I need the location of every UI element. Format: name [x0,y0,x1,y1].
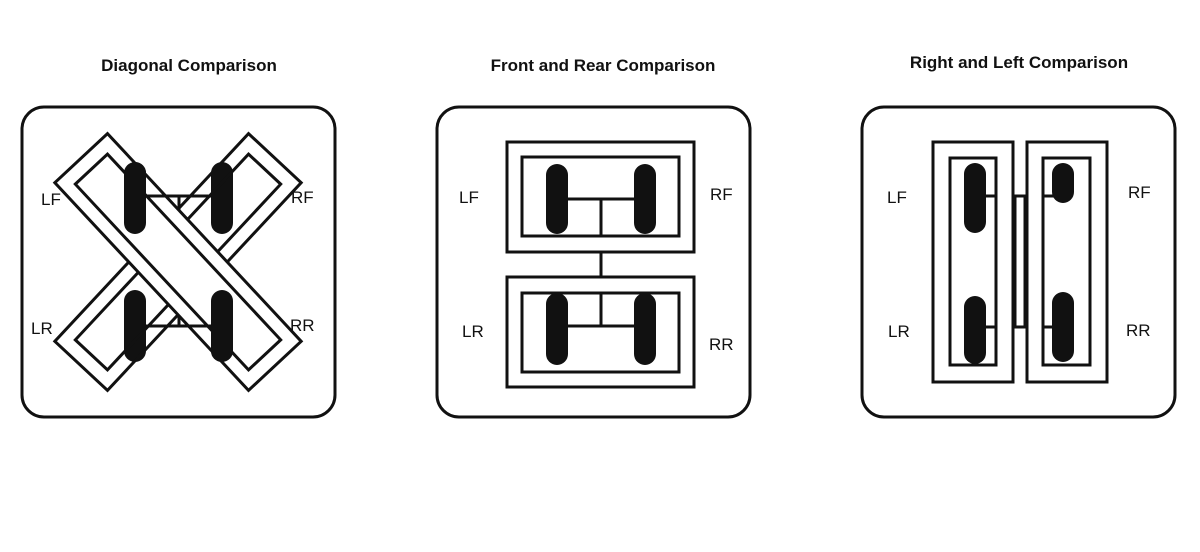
wheel-lf-icon [964,163,986,233]
right-left-panel: LF RF LR RR [860,105,1177,419]
wheel-rf-icon [211,162,233,234]
label-lf: LF [887,188,907,207]
wheel-lf-front-icon [124,162,146,234]
label-rr: RR [1126,321,1151,340]
right-circuit-outer [1025,140,1109,384]
diagonal-comparison-title: Diagonal Comparison [101,56,277,75]
label-rf: RF [1128,183,1151,202]
wheel-lf-icon [546,164,568,234]
label-rr: RR [290,316,315,335]
diagonal-loop-lf-rr [52,131,304,393]
label-lr: LR [31,319,53,338]
label-rf: RF [291,188,314,207]
label-lr: LR [462,322,484,341]
front-rear-panel-frame [435,105,752,419]
right-left-comparison-title: Right and Left Comparison [909,53,1129,72]
wheel-lr-icon [546,293,568,365]
label-lf: LF [459,188,479,207]
wheel-rr-icon [1052,292,1074,362]
left-circuit-outer [931,140,1015,384]
wheel-rf-icon [634,164,656,234]
diagonal-panel: LF RF LR RR [20,105,337,419]
label-rr: RR [709,335,734,354]
label-rf: RF [710,185,733,204]
label-lr: LR [888,322,910,341]
wheel-lr-icon [124,290,146,362]
front-rear-axle-links [557,197,645,328]
wheel-lr-icon [964,296,986,364]
wheel-rf-icon [1052,163,1074,203]
left-circuit-inner [948,156,998,367]
right-left-panel-frame [860,105,1177,419]
wheel-rr-icon [634,293,656,365]
label-lf: LF [41,190,61,209]
front-rear-panel: LF RF LR RR [435,105,752,419]
right-circuit-inner [1041,156,1092,367]
front-rear-comparison-title: Front and Rear Comparison [490,56,716,75]
